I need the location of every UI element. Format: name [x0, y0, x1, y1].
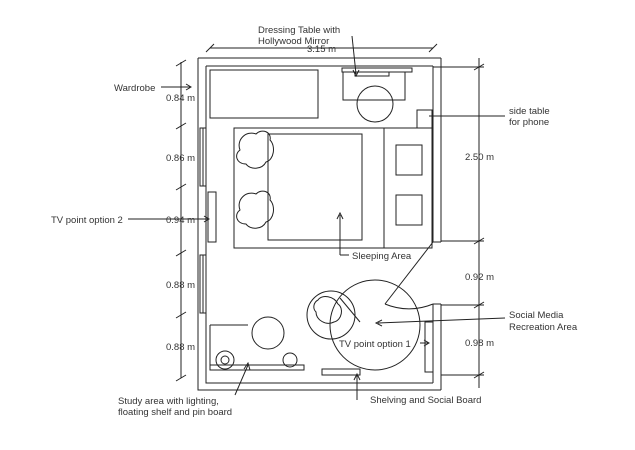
social-media-label-line2: Recreation Area: [509, 322, 578, 333]
side-table-label-line1: side table: [509, 106, 550, 117]
left-dimension-4: 0.88 m: [166, 280, 195, 291]
dressing-table: [341, 67, 413, 123]
right-dimension-3: 0.98 m: [465, 338, 494, 349]
dressing-table-label-line1: Dressing Table with: [258, 25, 340, 36]
recreation-area: [306, 279, 421, 371]
tv-option-2-label: TV point option 2: [51, 215, 123, 226]
dressing-table-label-line2: Hollywood Mirror: [258, 36, 329, 47]
bed-cushions: [236, 130, 274, 229]
left-dimension-2: 0.86 m: [166, 153, 195, 164]
tv-option-1-label: TV point option 1: [339, 339, 411, 350]
width-top-dimension: 3.15 m: [307, 44, 336, 55]
sleeping-area-label: Sleeping Area: [352, 251, 412, 262]
right-dimension-1: 2.50 m: [465, 152, 494, 163]
bed: [233, 127, 433, 249]
left-dimension-1: 0.84 m: [166, 93, 195, 104]
social-media-label-line1: Social Media: [509, 310, 564, 321]
shelving-board: [321, 368, 361, 376]
door: [384, 241, 441, 310]
tv-point-2: [207, 191, 217, 243]
study-area-label-line1: Study area with lighting,: [118, 396, 219, 407]
wardrobe-label: Wardrobe: [114, 83, 155, 94]
left-dimension-5: 0.88 m: [166, 342, 195, 353]
leader-lines: [128, 35, 506, 400]
dimension-lines: [175, 43, 485, 388]
shelving-label: Shelving and Social Board: [370, 395, 481, 406]
left-dimension-3: 0.94 m: [166, 215, 195, 226]
side-table: [416, 109, 433, 129]
side-table-label-line2: for phone: [509, 117, 549, 128]
right-dimension-2: 0.92 m: [465, 272, 494, 283]
left-windows: [199, 127, 207, 314]
wardrobe: [209, 69, 319, 119]
study-area-label-line2: floating shelf and pin board: [118, 407, 232, 418]
study-area: [209, 316, 305, 371]
tv-point-1: [424, 321, 434, 373]
